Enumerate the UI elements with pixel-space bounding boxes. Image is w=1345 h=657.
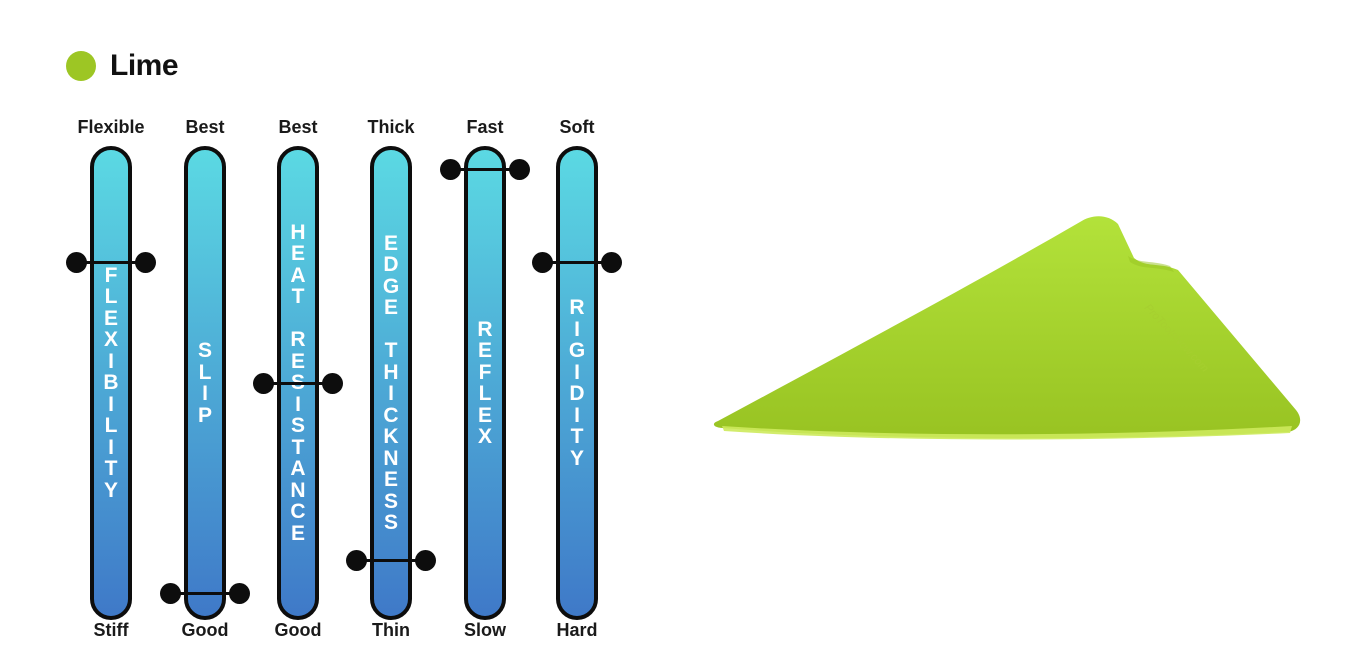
- marker-handle-icon: [532, 251, 553, 273]
- scale-level-marker: [66, 251, 156, 273]
- page-title: Lime: [110, 49, 179, 82]
- scale-level-marker: [253, 373, 343, 394]
- squeegee-bottom-edge: [722, 426, 1292, 440]
- marker-handle-icon: [346, 550, 367, 572]
- lime-color-swatch-icon: [66, 51, 96, 81]
- scale-level-marker: [160, 582, 250, 604]
- scale-bar: R I G I D I T Y: [556, 146, 598, 620]
- marker-handle-icon: [440, 158, 461, 180]
- scale-top-label: Flexible: [77, 117, 145, 137]
- scale-bar-label: R E F L E X: [477, 317, 493, 448]
- scale-bar: S L I P: [184, 146, 226, 620]
- scale-bottom-label: Good: [274, 620, 322, 640]
- scale-bar-label: H E A T R E S I S T A N C E: [290, 220, 306, 545]
- squeegee-notch: [1128, 256, 1174, 272]
- scale-bottom-label: Thin: [372, 620, 410, 640]
- header: Lime: [66, 48, 179, 84]
- marker-handle-icon: [135, 251, 156, 273]
- marker-handle-icon: [415, 550, 436, 572]
- scale-bar-label: F L E X I B I L I T Y: [103, 263, 119, 502]
- scale-level-marker: [440, 158, 530, 180]
- marker-handle-icon: [229, 582, 250, 604]
- marker-handle-icon: [322, 373, 343, 394]
- scale-top-label: Thick: [367, 117, 415, 137]
- marker-handle-icon: [66, 251, 87, 273]
- scale-bar: R E F L E X: [464, 146, 506, 620]
- marker-handle-icon: [601, 251, 622, 273]
- scale-top-label: Soft: [559, 117, 595, 137]
- scale-bar-label: R I G I D I T Y: [568, 296, 586, 470]
- scale-bottom-label: Hard: [556, 620, 598, 640]
- scale-bottom-label: Slow: [463, 620, 506, 640]
- marker-handle-icon: [253, 373, 274, 394]
- marker-handle-icon: [160, 582, 181, 604]
- scale-bar: F L E X I B I L I T Y: [90, 146, 132, 620]
- squeegee-product-image: ProToolsNow.com: [713, 216, 1301, 440]
- scale-bottom-label: Stiff: [93, 620, 129, 640]
- scale-bar-label: E D G E T H I C K N E S S: [382, 231, 400, 534]
- scale-bar-label: S L I P: [197, 339, 212, 427]
- scale-bottom-label: Good: [181, 620, 229, 640]
- scale-top-label: Best: [185, 117, 225, 137]
- scale-bar: E D G E T H I C K N E S S: [370, 146, 412, 620]
- scale-top-label: Best: [278, 117, 318, 137]
- marker-handle-icon: [509, 158, 530, 180]
- squeegee-body: [713, 216, 1301, 439]
- scale-level-marker: [346, 550, 436, 572]
- scale-top-label: Fast: [466, 117, 504, 137]
- scale-level-marker: [532, 251, 622, 273]
